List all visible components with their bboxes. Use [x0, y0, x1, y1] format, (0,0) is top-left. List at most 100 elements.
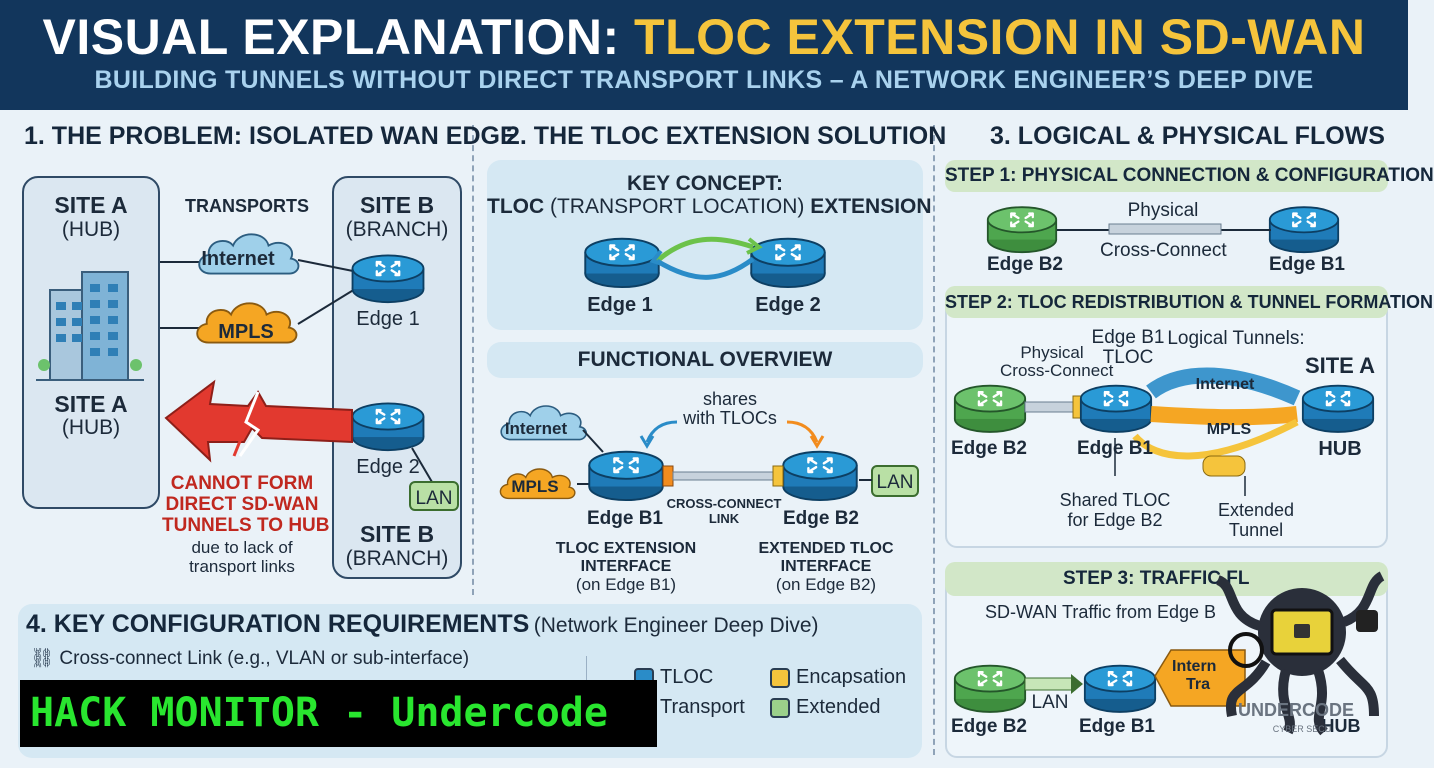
s1-lan-label: LAN [416, 488, 453, 509]
step3-edge-b2-label: Edge B2 [950, 716, 1028, 737]
key-concept-label: KEY CONCEPT: [627, 172, 783, 195]
broken-arrow-icon [164, 379, 353, 463]
step2-hub-label: HUB [1318, 438, 1362, 460]
section-divider [472, 125, 474, 595]
s2-lan-label: LAN [877, 472, 914, 493]
logical-tunnels-label: Logical Tunnels: [1167, 328, 1305, 349]
site-b-sub-label: (BRANCH) [345, 218, 449, 241]
step1-diagram [986, 206, 1340, 254]
step1-bar: STEP 1: PHYSICAL CONNECTION & CONFIGURAT… [945, 160, 1434, 192]
step3-edge-b1-label: Edge B1 [1078, 716, 1156, 737]
site-a-bottom-sub-label: (HUB) [61, 416, 121, 439]
legend-encapsulation-label: Encapsation [796, 666, 907, 688]
undercode-logo-subtext: CYBER SECU [1273, 724, 1332, 734]
site-b-bottom-sub-label: (BRANCH) [345, 547, 449, 570]
key-concept-panel [487, 160, 923, 330]
config-item-cross-connect: ⛓ Cross-connect Link (e.g., VLAN or sub-… [30, 648, 470, 669]
section1-diagram: Internet MPLS LAN [36, 233, 459, 511]
step3-hub-label: HUB [1321, 716, 1361, 736]
tloc-concept-label: TLOC (TRANSPORT LOCATION) EXTENSION [487, 195, 932, 218]
edge2-label: Edge 2 [356, 456, 420, 478]
legend-tloc-label: TLOC [660, 666, 714, 688]
functional-overview-bar [487, 342, 923, 378]
edge-b1-router-icon [1268, 206, 1340, 254]
step2-site-a-label: SITE A [1304, 353, 1376, 378]
step3-lan-label: LAN [1031, 692, 1069, 713]
chain-link-icon: ⛓ [30, 648, 55, 669]
site-a-bottom-label: SITE A [54, 391, 128, 417]
kc-edge2-label: Edge 2 [755, 294, 821, 316]
step1-cross-connect-label: Cross-Connect [1100, 240, 1227, 261]
section3-title: 3. LOGICAL & PHYSICAL FLOWS [990, 122, 1385, 150]
edge-b2-router-icon [986, 206, 1058, 254]
page-title: VISUAL EXPLANATION: TLOC EXTENSION IN SD… [42, 9, 1366, 65]
functional-overview-diagram: Internet MPLS LAN [499, 405, 919, 502]
legend-extended-swatch [770, 698, 790, 718]
edge1-router-icon [351, 254, 425, 304]
edge2-router-icon [750, 237, 826, 289]
edge-b1-router-icon [1079, 384, 1153, 434]
building-icon [36, 271, 144, 381]
legend-encapsulation-swatch [770, 668, 790, 688]
step2-edge-b2-label: Edge B2 [950, 438, 1028, 459]
edge2-router-icon [351, 402, 425, 452]
edge-b2-router-icon [782, 450, 858, 502]
s3-mpls-label: MPLS [1207, 421, 1252, 438]
site-a-label: SITE A [54, 192, 128, 218]
undercode-logo-icon: UNDERCODE CYBER SECU [1215, 571, 1385, 736]
edge-b1-router-icon [1083, 664, 1157, 714]
key-concept-diagram [584, 236, 826, 289]
hack-monitor-watermark: HACK MONITOR - Undercode [20, 680, 657, 747]
fo-edge-b2-label: Edge B2 [782, 508, 860, 529]
edge-b2-router-icon [953, 664, 1027, 714]
site-b-box [332, 176, 462, 579]
kc-edge1-label: Edge 1 [587, 294, 653, 316]
step1-edge-b1-label: Edge B1 [1268, 254, 1346, 275]
functional-overview-label: FUNCTIONAL OVERVIEW [577, 348, 833, 371]
title-highlight: TLOC EXTENSION IN SD-WAN [634, 9, 1366, 65]
s1-mpls-label: MPLS [218, 321, 274, 343]
step1-edge-b2-label: Edge B2 [986, 254, 1064, 275]
edge-b2-router-icon [953, 384, 1027, 434]
step3-diagram [953, 649, 1246, 714]
edge1-label: Edge 1 [356, 308, 420, 330]
page-subtitle: BUILDING TUNNELS WITHOUT DIRECT TRANSPOR… [94, 66, 1314, 94]
fo-edge-b1-label: Edge B1 [586, 508, 664, 529]
step1-physical-label: Physical [1127, 200, 1199, 221]
step3-bar: STEP 3: TRAFFIC FL [945, 562, 1388, 596]
section2-title: 2. THE TLOC EXTENSION SOLUTION [506, 122, 947, 150]
section1-title: 1. THE PROBLEM: ISOLATED WAN EDGE [24, 122, 517, 150]
step3-description: SD-WAN Traffic from Edge B [985, 602, 1217, 622]
step2-edge-b1-label: Edge B1 [1076, 438, 1154, 459]
site-b-bottom-label: SITE B [359, 521, 435, 547]
s2-internet-label: Internet [505, 419, 568, 438]
step3-tra-label: Tra [1186, 676, 1211, 693]
s1-internet-label: Internet [201, 248, 275, 270]
edge-b1-router-icon [588, 450, 664, 502]
transports-label: TRANSPORTS [184, 196, 309, 216]
s2-mpls-label: MPLS [511, 477, 558, 496]
legend-transport-label: Transport [660, 696, 745, 718]
section-divider [933, 125, 935, 755]
header-banner [0, 0, 1408, 110]
edge1-router-icon [584, 237, 660, 289]
step2-diagram: Internet MPLS [953, 367, 1375, 496]
legend-extended-label: Extended [796, 696, 881, 718]
step2-bar: STEP 2: TLOC REDISTRIBUTION & TUNNEL FOR… [945, 286, 1433, 318]
site-b-label: SITE B [359, 192, 435, 218]
undercode-logo-text: UNDERCODE [1238, 700, 1354, 720]
s3-internet-label: Internet [1196, 376, 1255, 393]
step3-intern-label: Intern [1172, 658, 1217, 675]
site-a-sub-label: (HUB) [61, 218, 121, 241]
section4-title: 4. KEY CONFIGURATION REQUIREMENTS (Netwo… [26, 610, 819, 638]
